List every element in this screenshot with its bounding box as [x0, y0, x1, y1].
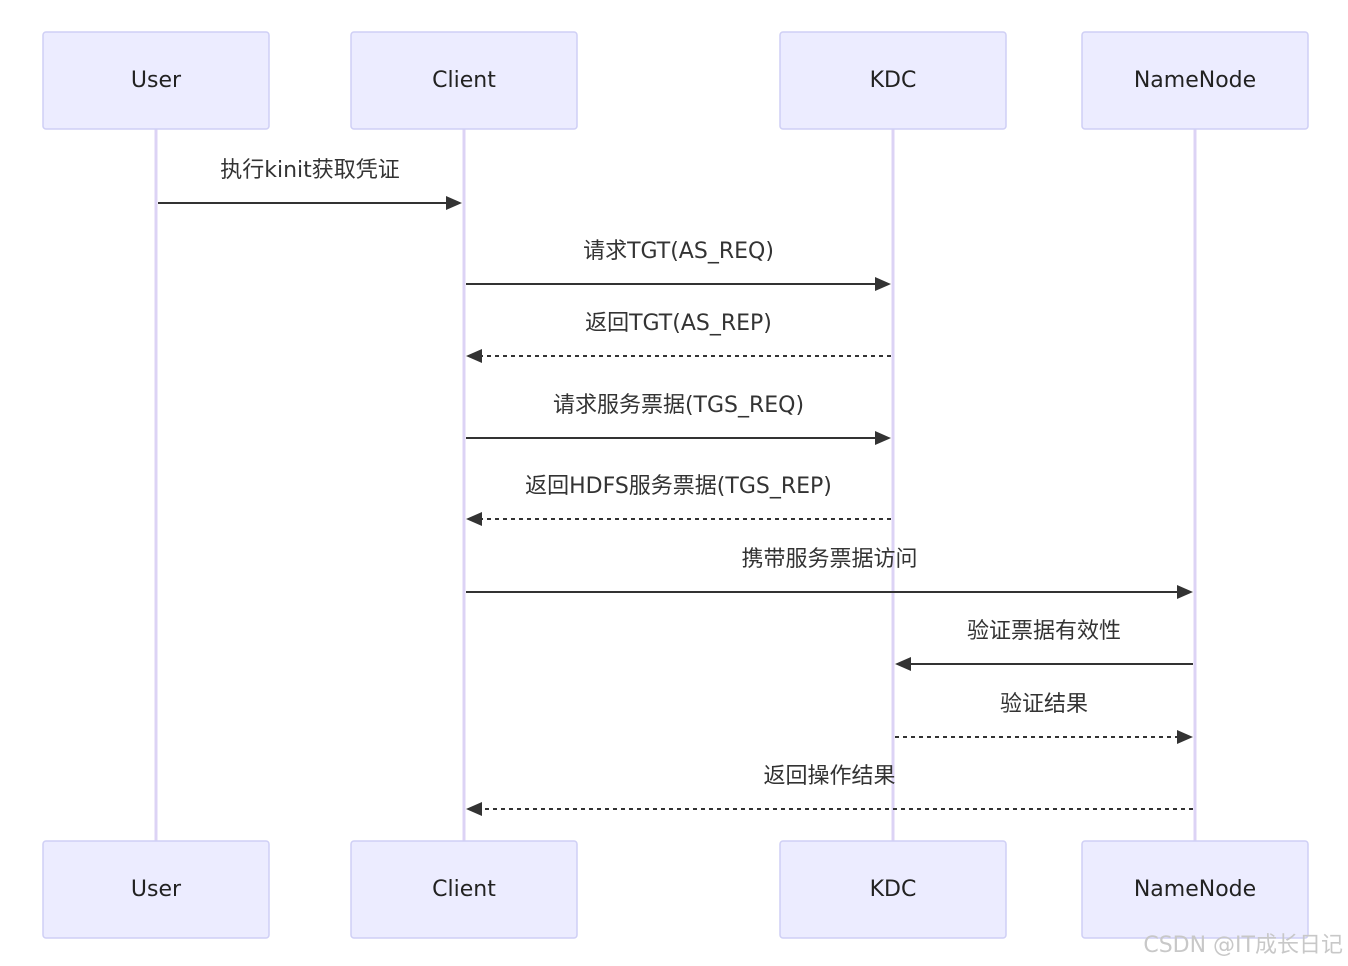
actor-label: Client: [432, 68, 496, 93]
message-3: 返回TGT(AS_REP): [466, 311, 891, 363]
actor-client-top: Client: [350, 31, 578, 130]
actor-label: User: [131, 68, 182, 93]
arrow-head-icon: [1177, 730, 1193, 744]
message-7: 验证票据有效性: [895, 619, 1193, 671]
actor-kdc-top: KDC: [779, 31, 1007, 130]
actor-label: Client: [432, 877, 496, 902]
message-label: 验证票据有效性: [967, 619, 1121, 644]
message-label: 返回HDFS服务票据(TGS_REP): [525, 474, 832, 499]
lifelines: [154, 129, 1197, 841]
arrow-head-icon: [446, 196, 462, 210]
actor-label: NameNode: [1134, 877, 1256, 902]
message-label: 返回TGT(AS_REP): [585, 311, 772, 336]
actor-box: [42, 840, 270, 939]
actor-namenode-top: NameNode: [1081, 31, 1309, 130]
actors-bottom: User Client KDC NameNode: [42, 840, 1309, 939]
message-8: 验证结果: [895, 692, 1193, 744]
message-label: 请求TGT(AS_REQ): [583, 239, 774, 264]
message-label: 执行kinit获取凭证: [220, 158, 400, 183]
arrow-head-icon: [875, 277, 891, 291]
arrow-head-icon: [466, 512, 482, 526]
actor-box: [350, 840, 578, 939]
message-9: 返回操作结果: [466, 764, 1193, 816]
actor-label: NameNode: [1134, 68, 1256, 93]
actor-box: [42, 31, 270, 130]
actor-box: [350, 31, 578, 130]
message-6: 携带服务票据访问: [466, 547, 1193, 599]
arrow-head-icon: [466, 802, 482, 816]
actor-box: [779, 31, 1007, 130]
actor-kdc-bottom: KDC: [779, 840, 1007, 939]
actor-box: [779, 840, 1007, 939]
arrow-head-icon: [1177, 585, 1193, 599]
arrow-head-icon: [875, 431, 891, 445]
actor-user-top: User: [42, 31, 270, 130]
arrow-head-icon: [466, 349, 482, 363]
message-5: 返回HDFS服务票据(TGS_REP): [466, 474, 891, 526]
message-label: 携带服务票据访问: [741, 547, 917, 572]
message-2: 请求TGT(AS_REQ): [466, 239, 891, 291]
watermark: CSDN @IT成长日记: [1143, 933, 1343, 958]
actor-label: User: [131, 877, 182, 902]
message-1: 执行kinit获取凭证: [158, 158, 462, 210]
actor-user-bottom: User: [42, 840, 270, 939]
message-label: 请求服务票据(TGS_REQ): [553, 393, 804, 418]
actor-box: [1081, 31, 1309, 130]
arrow-head-icon: [895, 657, 911, 671]
actor-box: [1081, 840, 1309, 939]
message-4: 请求服务票据(TGS_REQ): [466, 393, 891, 445]
actor-label: KDC: [870, 877, 917, 902]
actors-top: User Client KDC NameNode: [42, 31, 1309, 130]
message-label: 验证结果: [1000, 692, 1088, 717]
actor-client-bottom: Client: [350, 840, 578, 939]
actor-label: KDC: [870, 68, 917, 93]
actor-namenode-bottom: NameNode: [1081, 840, 1309, 939]
message-label: 返回操作结果: [763, 764, 895, 789]
